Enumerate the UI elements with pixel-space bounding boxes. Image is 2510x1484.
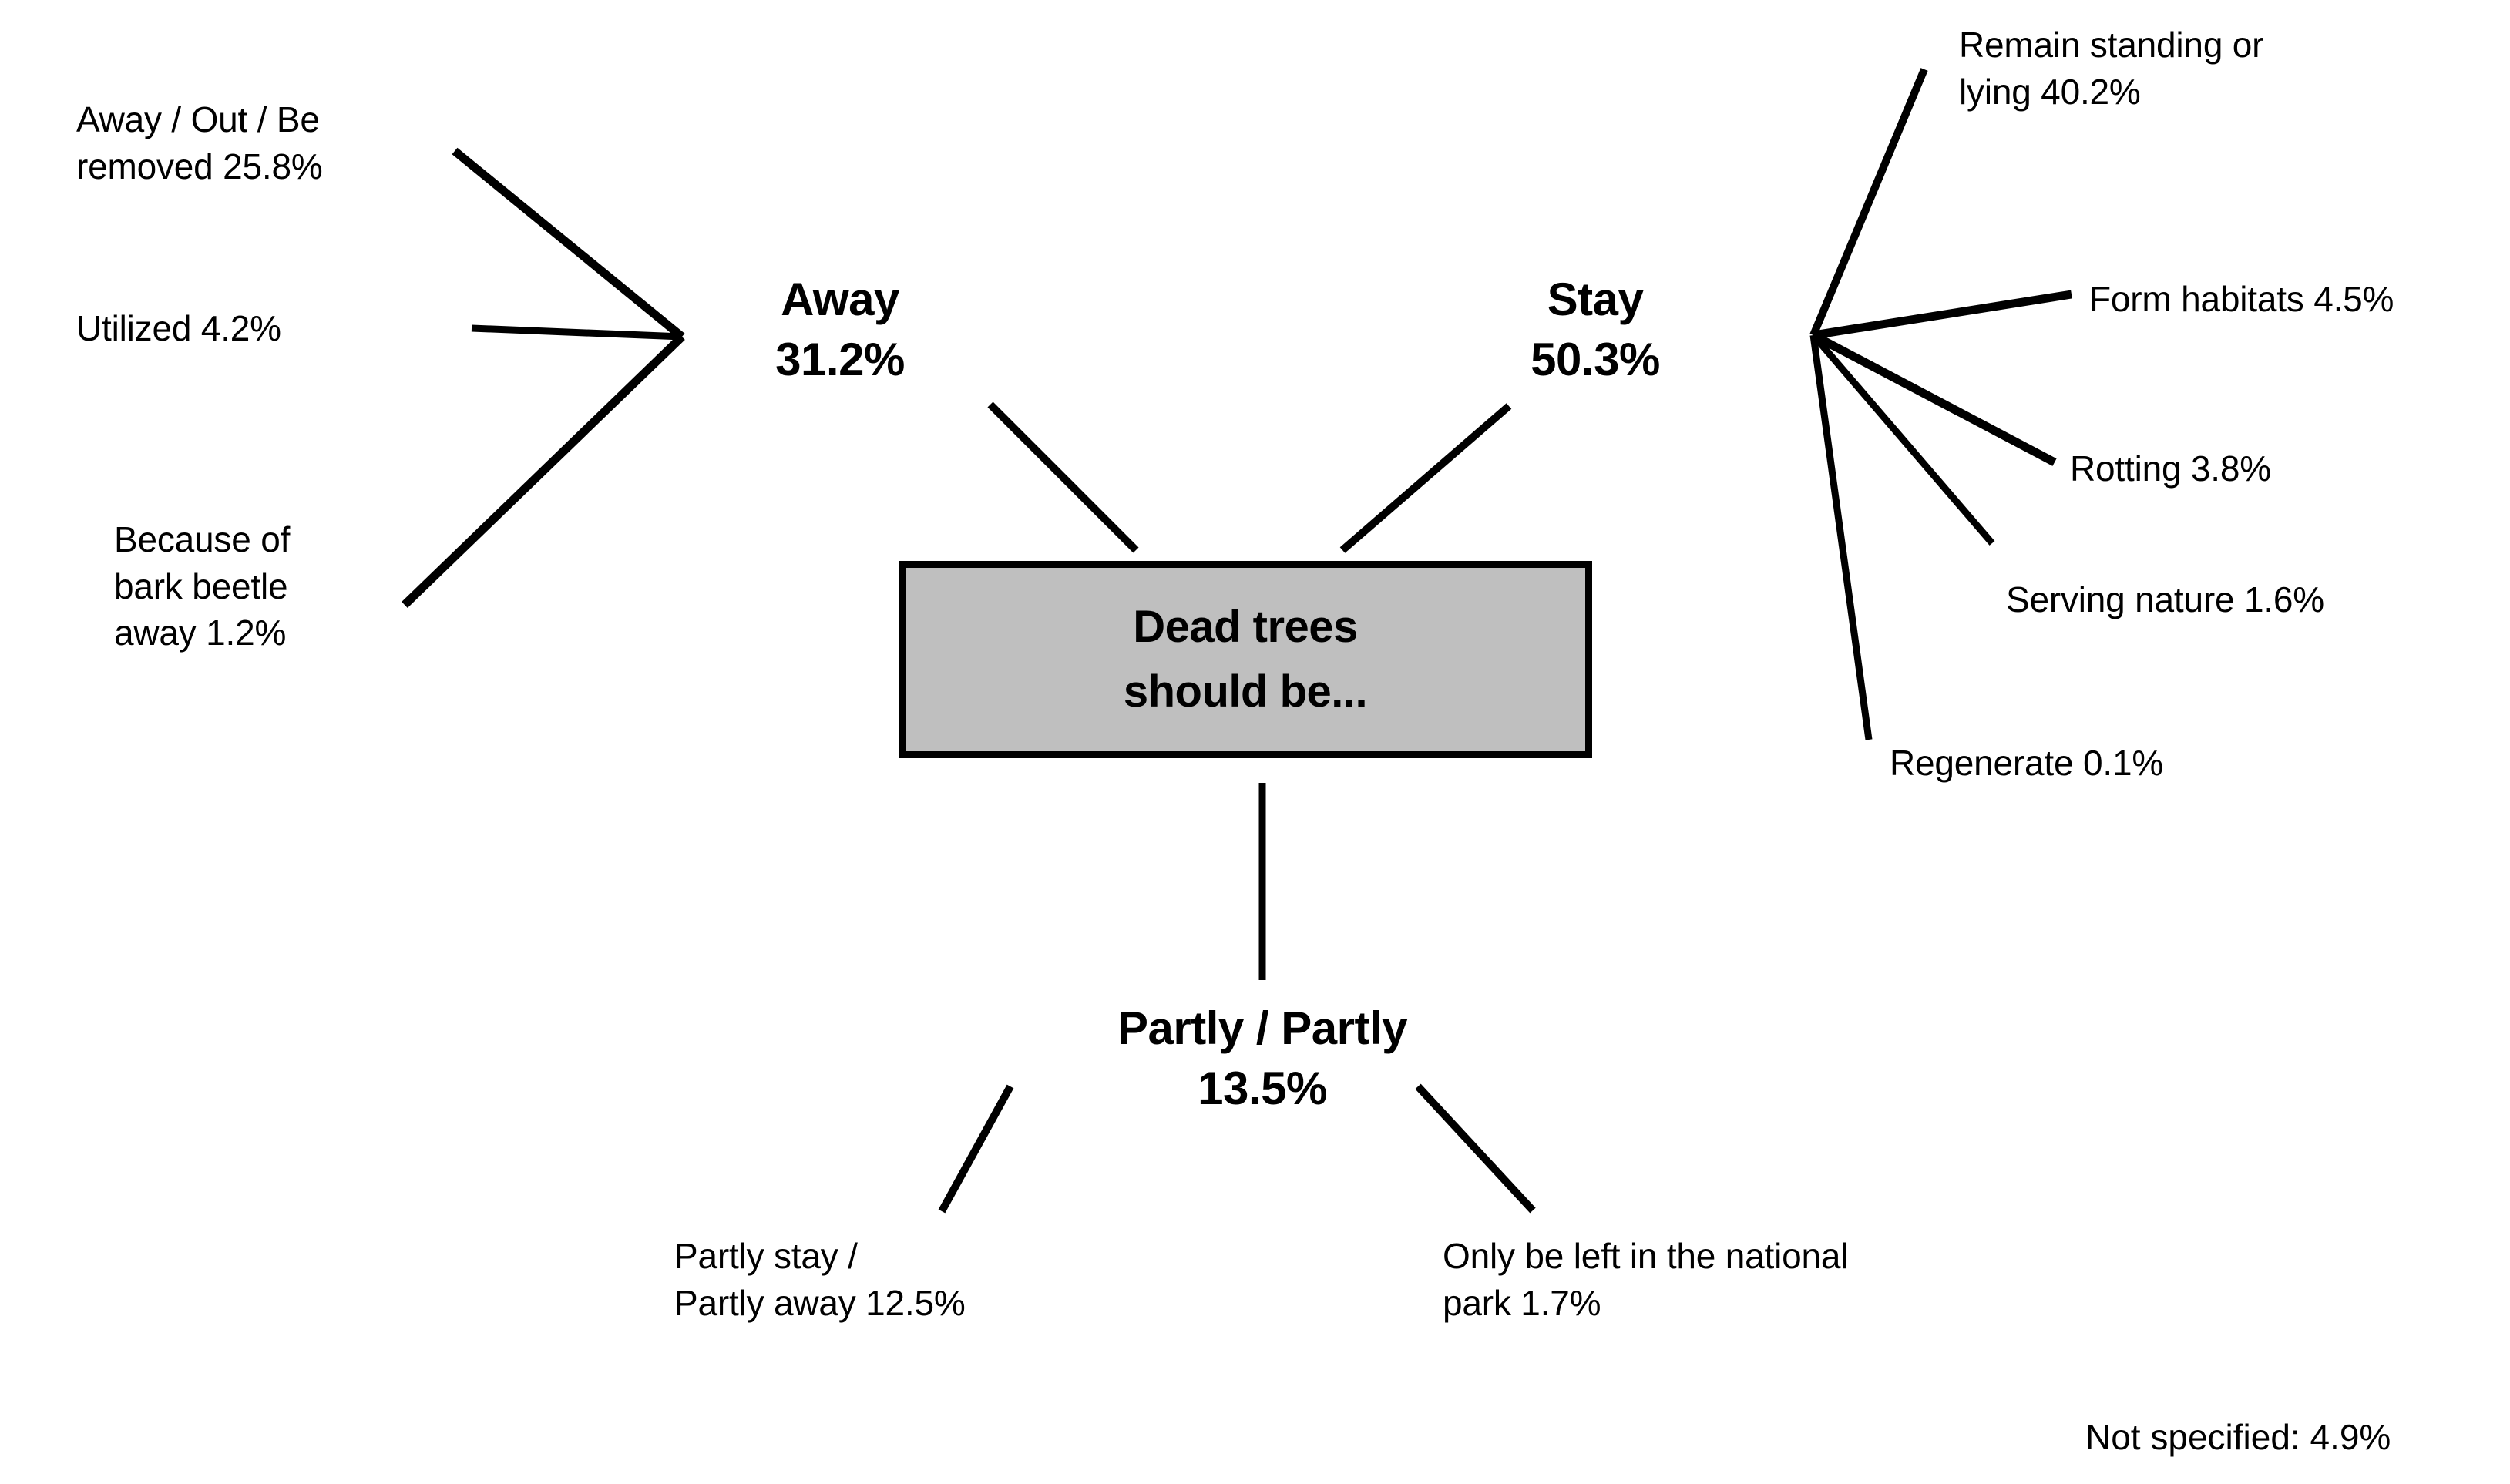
label-serving-nature: Serving nature 1.6% <box>2006 579 2325 619</box>
label-utilized: Utilized 4.2% <box>76 308 281 348</box>
label-form-habitats: Form habitats 4.5% <box>2089 279 2394 319</box>
label-rotting: Rotting 3.8% <box>2070 448 2271 489</box>
center-node-box[interactable]: Dead trees should be... <box>899 561 1592 758</box>
label-regenerate: Regenerate 0.1% <box>1890 743 2164 783</box>
center-node-label: Dead trees should be... <box>1123 601 1368 717</box>
label-away-out-be-removed: Away / Out / Be removed 25.8% <box>76 99 323 186</box>
node-away[interactable]: Away 31.2% <box>775 274 905 385</box>
node-partly-partly[interactable]: Partly / Partly 13.5% <box>1117 1002 1408 1114</box>
connector-center-to-away <box>987 401 1139 553</box>
connector-because-of-bark-beetle-away <box>402 334 685 608</box>
label-partly-stay-partly-away: Partly stay / Partly away 12.5% <box>674 1236 966 1323</box>
connector-regenerate <box>1809 334 1873 740</box>
label-remain-standing-or-lying: Remain standing or lying 40.2% <box>1959 25 2264 112</box>
connector-utilized <box>471 324 683 341</box>
connector-rotting <box>1811 331 2057 466</box>
connector-form-habitats <box>1813 290 2072 340</box>
connector-away-out-be-removed <box>452 147 685 341</box>
label-because-of-bark-beetle-away: Because of bark beetle away 1.2% <box>114 519 291 653</box>
label-only-be-left-in-national-park: Only be left in the national park 1.7% <box>1443 1236 1849 1323</box>
connector-serving-nature <box>1810 333 1995 546</box>
node-stay[interactable]: Stay 50.3% <box>1531 274 1660 385</box>
footnote-not-specified: Not specified: 4.9% <box>2085 1417 2391 1457</box>
connector-center-to-stay <box>1339 403 1512 553</box>
connector-remain-standing-or-lying <box>1809 68 1928 337</box>
